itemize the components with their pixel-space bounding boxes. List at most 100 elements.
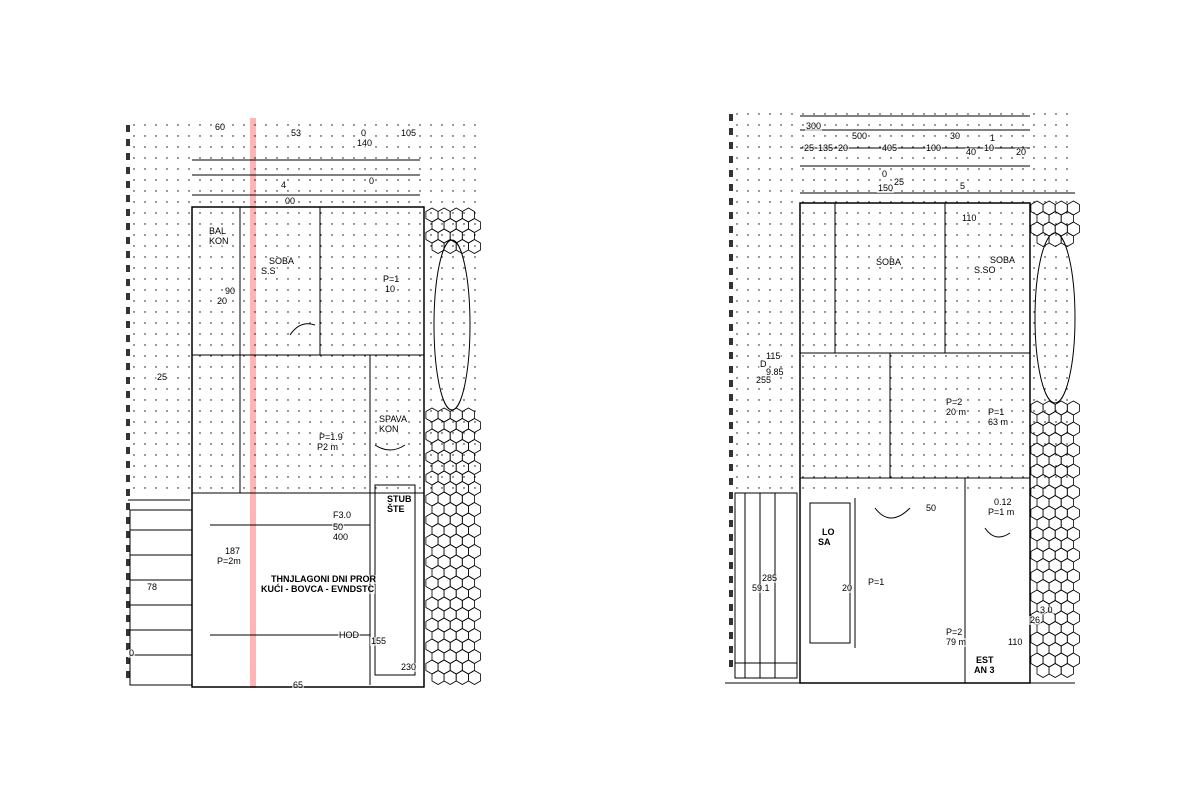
grid-dot	[868, 333, 870, 335]
grid-dot	[791, 300, 793, 302]
grid-dot	[232, 223, 234, 225]
grid-dot	[1044, 146, 1046, 148]
grid-dot	[824, 454, 826, 456]
grid-dot	[243, 454, 245, 456]
grid-dot	[1000, 322, 1002, 324]
grid-dot	[320, 421, 322, 423]
grid-dot	[901, 245, 903, 247]
grid-dot	[868, 432, 870, 434]
grid-dot	[813, 421, 815, 423]
grid-dot	[868, 300, 870, 302]
grid-dot	[813, 344, 815, 346]
grid-dot	[1066, 223, 1068, 225]
grid-dot	[155, 454, 157, 456]
grid-dot	[408, 377, 410, 379]
grid-dot	[397, 443, 399, 445]
grid-dot	[857, 465, 859, 467]
grid-dot	[923, 245, 925, 247]
grid-dot	[813, 443, 815, 445]
grid-dot	[824, 443, 826, 445]
edge-marker	[729, 632, 733, 639]
grid-dot	[879, 465, 881, 467]
grid-dot	[978, 432, 980, 434]
grid-dot	[857, 443, 859, 445]
edge-marker	[729, 478, 733, 485]
grid-dot	[879, 124, 881, 126]
room-label: LO	[821, 527, 836, 537]
grid-dot	[375, 278, 377, 280]
grid-dot	[824, 113, 826, 115]
grid-dot	[747, 432, 749, 434]
grid-dot	[780, 300, 782, 302]
grid-dot	[868, 190, 870, 192]
grid-dot	[967, 146, 969, 148]
grid-dot	[430, 124, 432, 126]
grid-dot	[758, 333, 760, 335]
grid-dot	[967, 399, 969, 401]
grid-dot	[364, 234, 366, 236]
grid-dot	[989, 190, 991, 192]
grid-dot	[1055, 146, 1057, 148]
grid-dot	[452, 201, 454, 203]
grid-dot	[879, 410, 881, 412]
grid-dot	[342, 333, 344, 335]
grid-dot	[824, 322, 826, 324]
grid-dot	[441, 443, 443, 445]
grid-dot	[342, 311, 344, 313]
grid-dot	[846, 333, 848, 335]
grid-dot	[386, 311, 388, 313]
grid-dot	[868, 135, 870, 137]
grid-dot	[1066, 421, 1068, 423]
grid-dot	[890, 443, 892, 445]
grid-dot	[978, 366, 980, 368]
grid-dot	[144, 124, 146, 126]
grid-dot	[397, 487, 399, 489]
grid-dot	[276, 212, 278, 214]
grid-dot	[1066, 300, 1068, 302]
grid-dot	[802, 223, 804, 225]
grid-dot	[835, 190, 837, 192]
grid-dot	[188, 289, 190, 291]
grid-dot	[276, 432, 278, 434]
room-label: SOBA	[989, 255, 1017, 265]
grid-dot	[276, 454, 278, 456]
grid-dot	[397, 146, 399, 148]
grid-dot	[155, 289, 157, 291]
grid-dot	[835, 223, 837, 225]
grid-dot	[375, 168, 377, 170]
grid-dot	[144, 377, 146, 379]
grid-dot	[835, 377, 837, 379]
grid-dot	[945, 432, 947, 434]
grid-dot	[846, 388, 848, 390]
grid-dot	[353, 465, 355, 467]
grid-dot	[934, 135, 936, 137]
dimension-label: 150	[877, 183, 895, 193]
grid-dot	[221, 399, 223, 401]
grid-dot	[1022, 146, 1024, 148]
grid-dot	[320, 454, 322, 456]
grid-dot	[309, 410, 311, 412]
grid-dot	[254, 146, 256, 148]
grid-dot	[1011, 454, 1013, 456]
grid-dot	[254, 289, 256, 291]
grid-dot	[364, 245, 366, 247]
room-label: P=1.9	[318, 432, 344, 442]
grid-dot	[824, 245, 826, 247]
grid-dot	[386, 267, 388, 269]
grid-dot	[967, 311, 969, 313]
room-label: 50	[925, 503, 938, 513]
dimension-label: 285	[761, 573, 779, 583]
room-label: F3.0	[332, 510, 353, 520]
grid-dot	[408, 168, 410, 170]
grid-dot	[243, 190, 245, 192]
grid-dot	[736, 432, 738, 434]
grid-dot	[747, 300, 749, 302]
grid-dot	[747, 223, 749, 225]
grid-dot	[331, 179, 333, 181]
grid-dot	[342, 278, 344, 280]
grid-dot	[736, 157, 738, 159]
grid-dot	[890, 344, 892, 346]
grid-dot	[199, 212, 201, 214]
grid-dot	[923, 267, 925, 269]
grid-dot	[199, 487, 201, 489]
